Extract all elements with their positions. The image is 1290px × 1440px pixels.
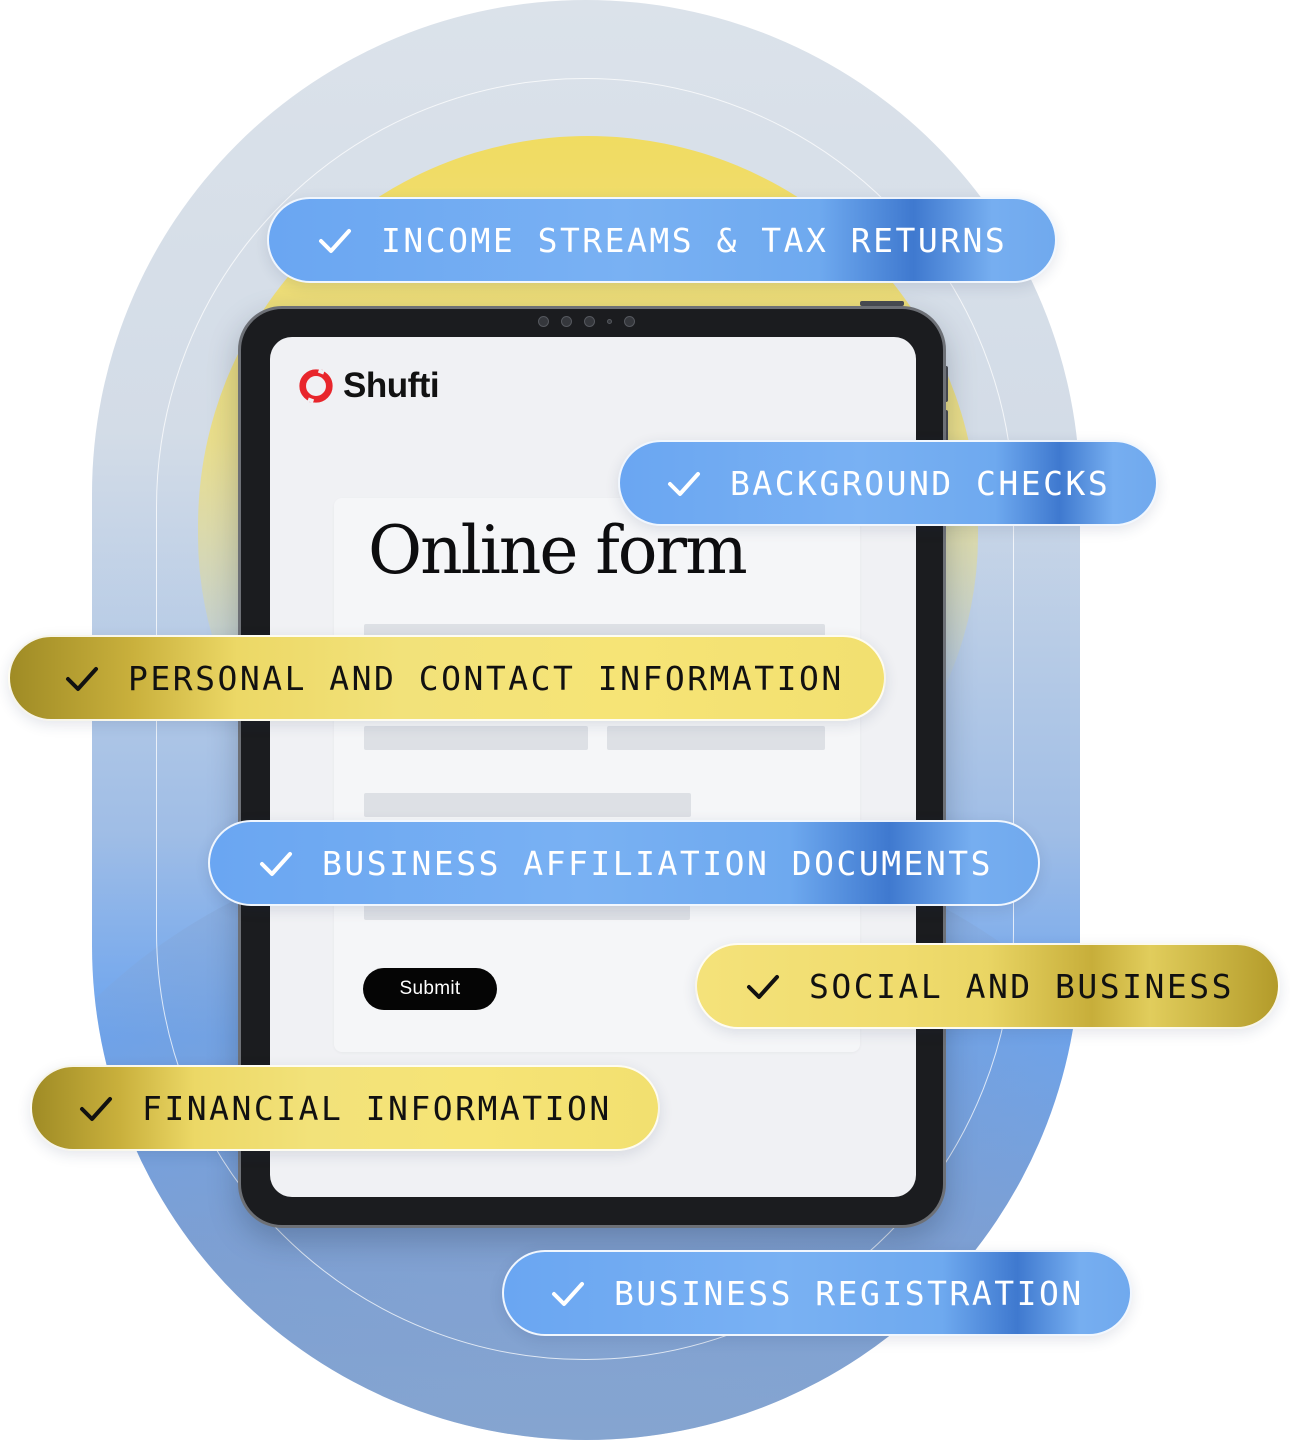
checklist-item-personal: PERSONAL AND CONTACT INFORMATION bbox=[8, 635, 886, 721]
form-field-half-left[interactable] bbox=[364, 726, 588, 750]
camera-dot bbox=[561, 315, 572, 327]
check-icon bbox=[80, 1097, 112, 1121]
checklist-item-label: BACKGROUND CHECKS bbox=[730, 463, 1111, 503]
checklist-item-business-registration: BUSINESS REGISTRATION bbox=[502, 1250, 1132, 1336]
form-field-medium[interactable] bbox=[364, 793, 691, 817]
checklist-item-label: BUSINESS REGISTRATION bbox=[614, 1273, 1084, 1313]
form-field-half-right[interactable] bbox=[607, 726, 825, 750]
checklist-item-income: INCOME STREAMS & TAX RETURNS bbox=[267, 197, 1057, 283]
check-icon bbox=[319, 229, 351, 253]
camera-dot bbox=[607, 318, 612, 324]
camera-dot bbox=[584, 315, 595, 327]
submit-button[interactable]: Submit bbox=[363, 968, 497, 1010]
check-icon bbox=[66, 667, 98, 691]
shufti-logo-icon bbox=[299, 368, 333, 404]
tablet-top-button bbox=[860, 301, 904, 306]
checklist-item-business-affiliation: BUSINESS AFFILIATION DOCUMENTS bbox=[208, 820, 1040, 906]
camera-dot bbox=[624, 315, 635, 327]
check-icon bbox=[552, 1282, 584, 1306]
tablet-camera-array bbox=[538, 314, 648, 328]
check-icon bbox=[668, 472, 700, 496]
checklist-item-label: FINANCIAL INFORMATION bbox=[142, 1088, 612, 1128]
checklist-item-label: INCOME STREAMS & TAX RETURNS bbox=[381, 220, 1008, 260]
checklist-item-label: SOCIAL AND BUSINESS bbox=[809, 966, 1234, 1006]
brand-logo: Shufti bbox=[297, 366, 440, 406]
check-icon bbox=[747, 975, 779, 999]
checklist-item-financial: FINANCIAL INFORMATION bbox=[30, 1065, 660, 1151]
check-icon bbox=[260, 852, 292, 876]
camera-dot bbox=[538, 315, 549, 327]
checklist-item-label: BUSINESS AFFILIATION DOCUMENTS bbox=[322, 843, 994, 883]
checklist-item-background: BACKGROUND CHECKS bbox=[618, 440, 1158, 526]
brand-name: Shufti bbox=[343, 366, 440, 405]
checklist-item-social-business: SOCIAL AND BUSINESS bbox=[695, 943, 1280, 1029]
checklist-item-label: PERSONAL AND CONTACT INFORMATION bbox=[128, 658, 844, 698]
